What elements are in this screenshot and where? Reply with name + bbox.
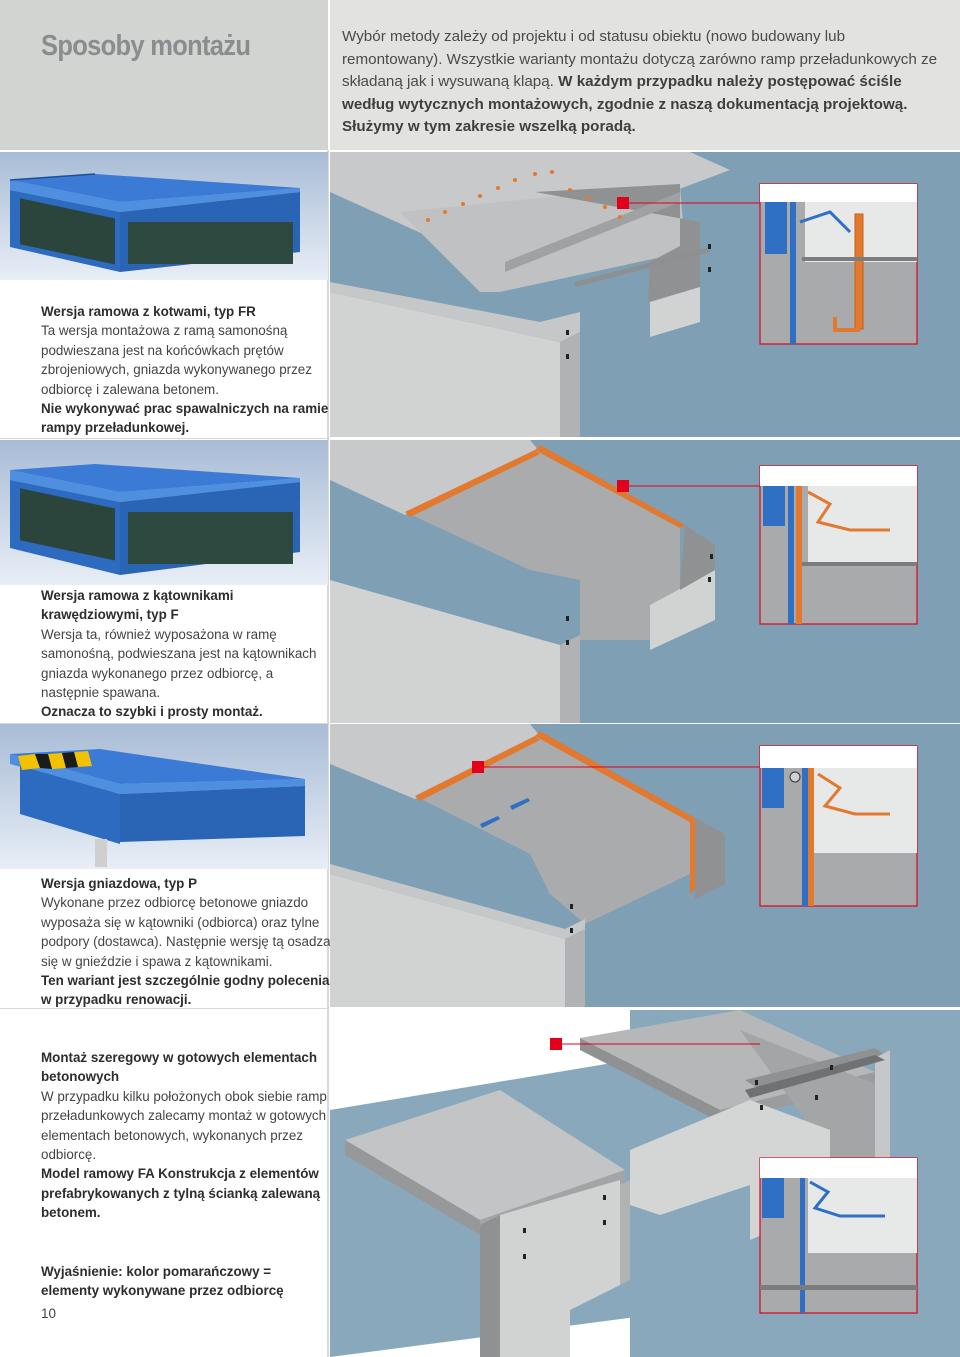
- section-divider-3: [0, 1008, 328, 1009]
- intro-normal: Wybór metody zależy od projektu i od sta…: [342, 28, 938, 91]
- section-divider-1: [0, 438, 328, 439]
- section-p-note: Ten wariant jest szczególnie godny polec…: [41, 973, 330, 1008]
- section-fr-body: Ta wersja montażowa z ramą samonośną pod…: [41, 323, 312, 397]
- legend: Wyjaśnienie: kolor pomarańczowy = elemen…: [41, 1264, 284, 1299]
- diagram-p: [330, 724, 960, 1007]
- section-divider-2: [0, 723, 328, 724]
- section-p-title: Wersja gniazdowa, typ P: [41, 876, 198, 891]
- ramp-photo-fr: [0, 152, 328, 280]
- section-p-body: Wykonane przez odbiorcę betonowe gniazdo…: [41, 895, 331, 969]
- section-p-text: Wersja gniazdowa, typ P Wykonane przez o…: [41, 874, 331, 1010]
- header-title-band: [0, 0, 328, 150]
- page-title: Sposoby montażu: [41, 30, 251, 62]
- section-f-note: Oznacza to szybki i prosty montaż.: [41, 704, 263, 720]
- section-fr-note: Nie wykonywać prac spawalniczych na rami…: [41, 401, 329, 436]
- section-fa-text: Montaż szeregowy w gotowych elementach b…: [41, 1048, 331, 1223]
- header-intro-band: [330, 0, 960, 150]
- section-f-text: Wersja ramowa z kątownikami krawędziowym…: [41, 586, 331, 722]
- section-fr-text: Wersja ramowa z kotwami, typ FR Ta wersj…: [41, 302, 331, 438]
- section-fa-note: Model ramowy FA Konstrukcja z elementów …: [41, 1166, 321, 1221]
- diagram-f: [330, 440, 960, 723]
- section-fr-title: Wersja ramowa z kotwami, typ FR: [41, 304, 256, 319]
- intro-bold: W każdym przypadku należy postępować ści…: [342, 73, 908, 136]
- column-divider: [327, 150, 329, 1357]
- legend-text: Wyjaśnienie: kolor pomarańczowy = elemen…: [41, 1262, 331, 1301]
- section-fa-title: Montaż szeregowy w gotowych elementach b…: [41, 1050, 318, 1085]
- intro-text: Wybór metody zależy od projektu i od sta…: [342, 26, 942, 139]
- diagram-fr: [330, 152, 960, 437]
- section-fa-body: W przypadku kilku położonych obok siebie…: [41, 1088, 327, 1163]
- ramp-photo-p: [0, 724, 328, 869]
- page-number: 10: [41, 1306, 57, 1321]
- section-f-body: Wersja ta, również wyposażona w ramę sam…: [41, 626, 317, 701]
- diagram-fa: [330, 1010, 960, 1357]
- ramp-photo-f: [0, 440, 328, 585]
- section-f-title: Wersja ramowa z kątownikami krawędziowym…: [41, 588, 234, 623]
